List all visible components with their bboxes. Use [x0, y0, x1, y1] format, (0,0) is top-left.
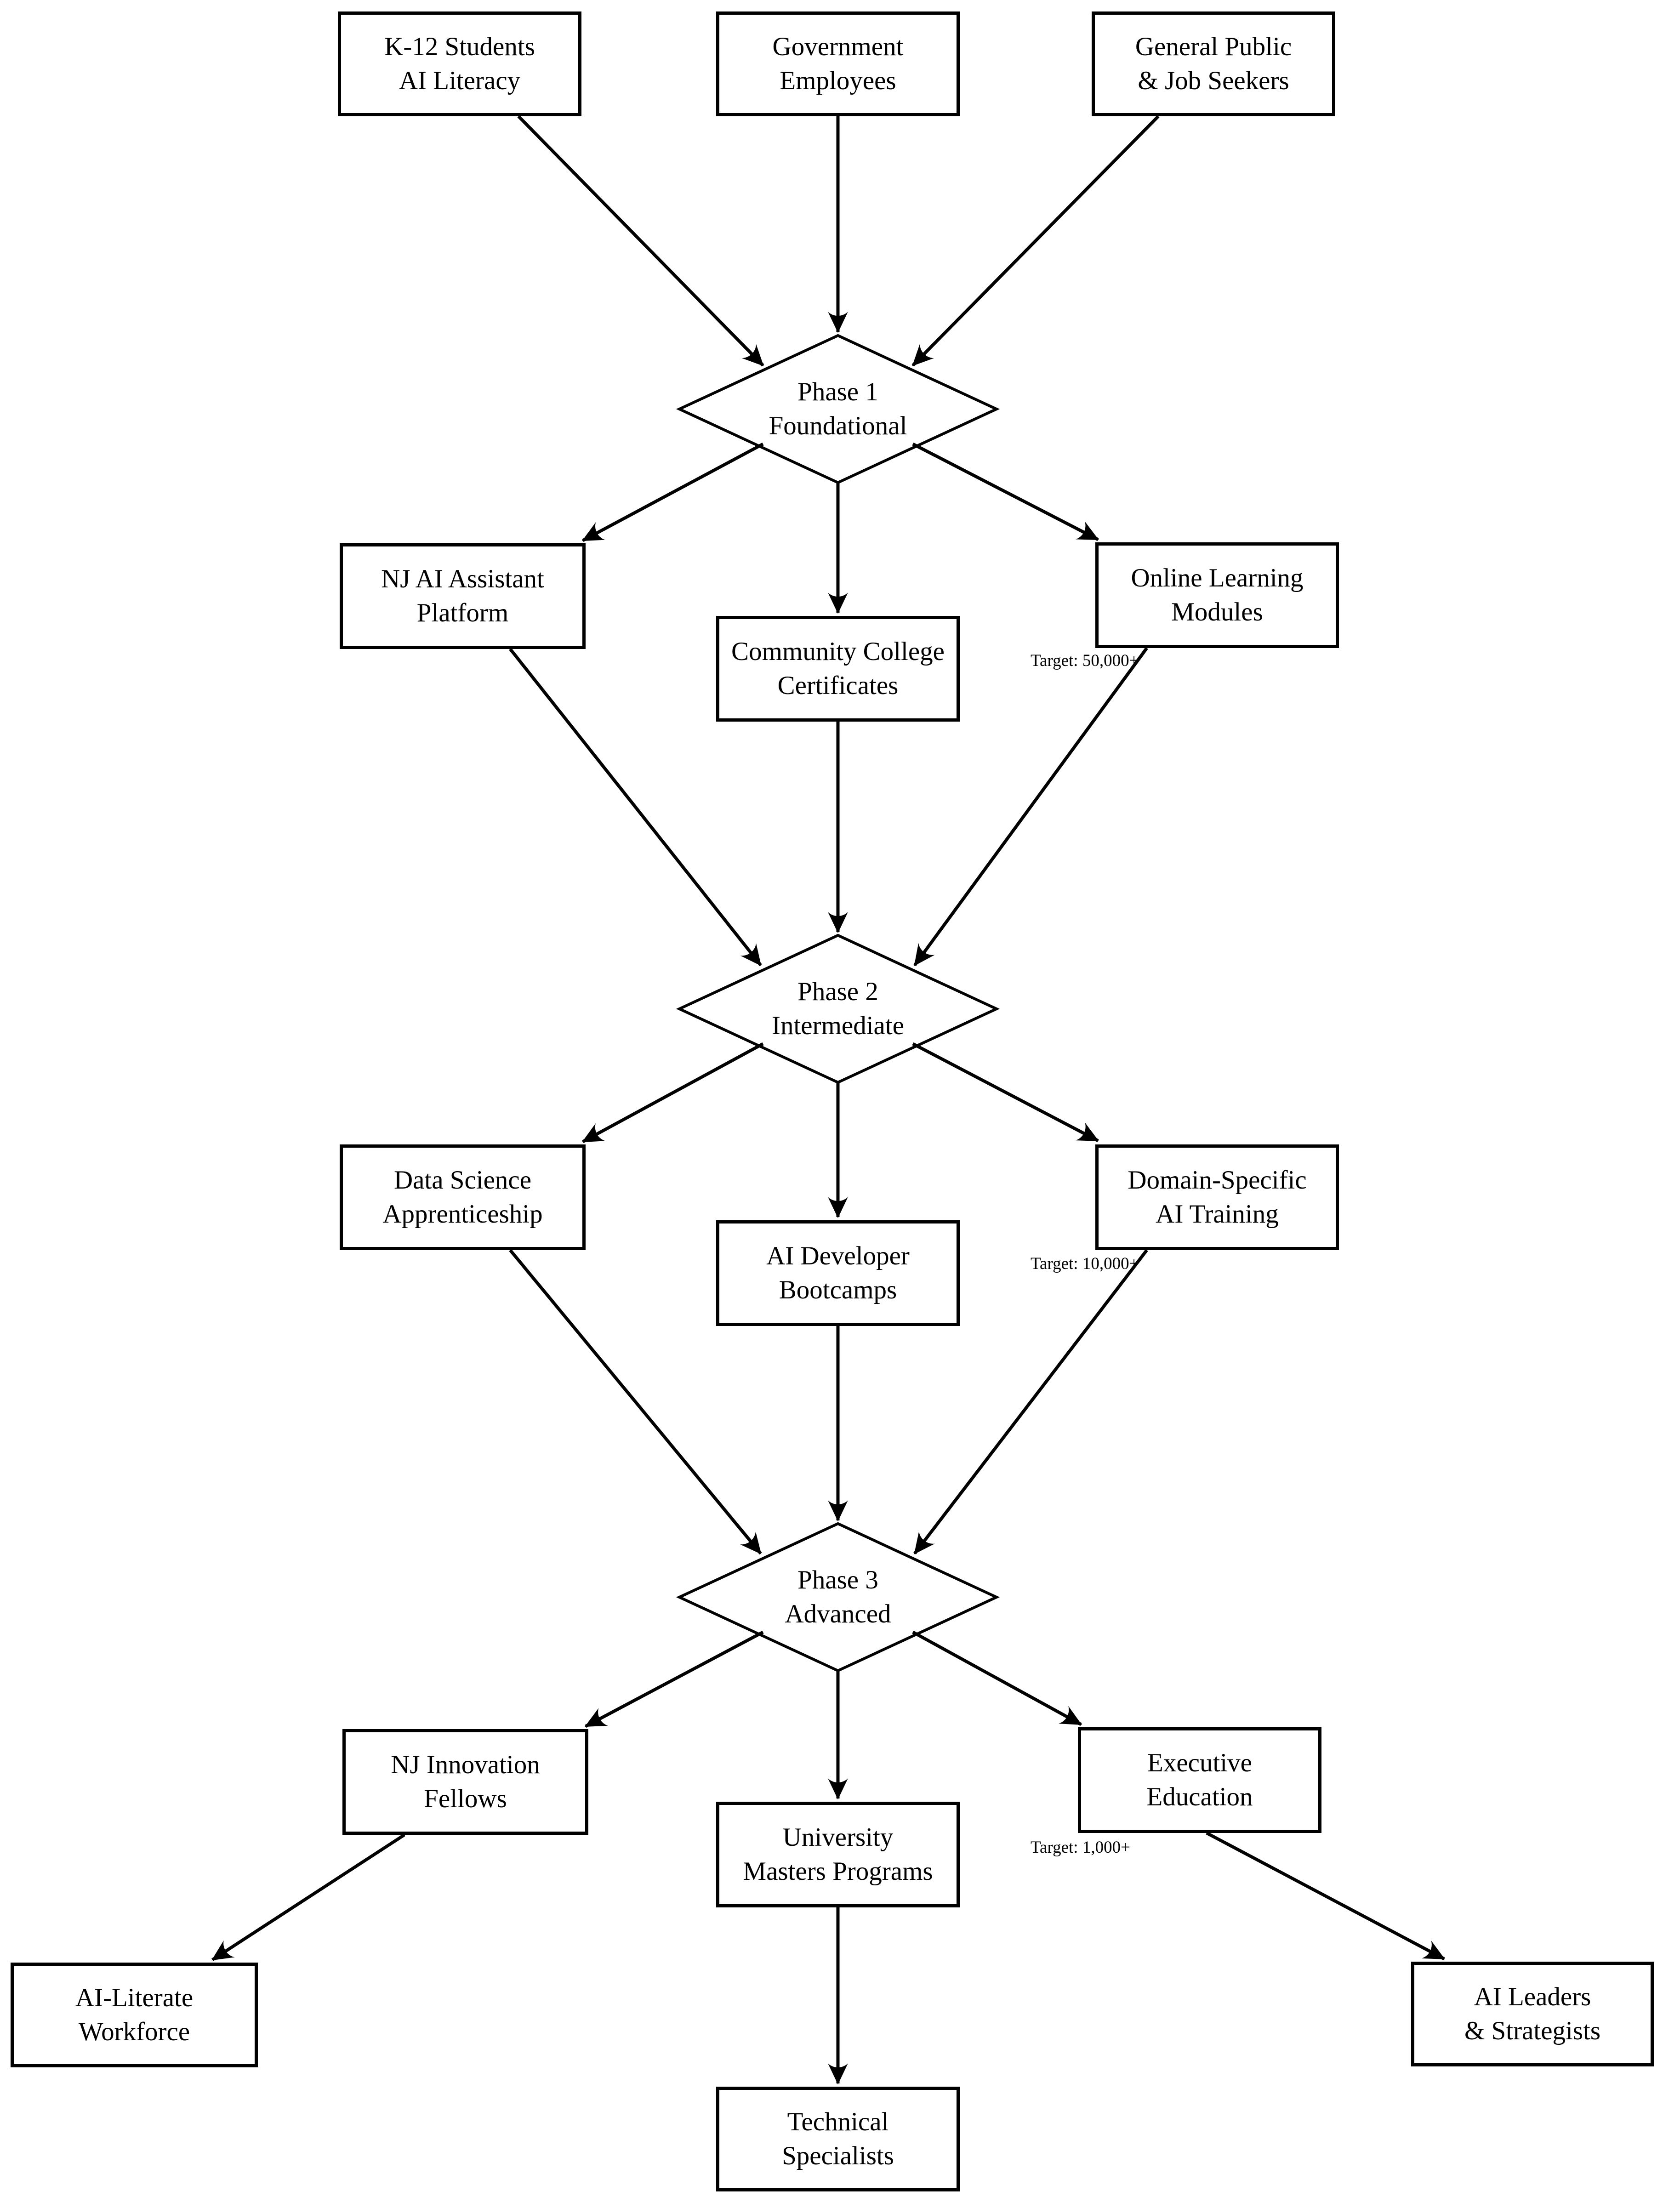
node-executive-education: Executive Education [1078, 1727, 1321, 1833]
phase1-target-label: Target: 50,000+ [1031, 651, 1139, 670]
node-ai-developer-bootcamps: AI Developer Bootcamps [716, 1220, 960, 1326]
node-ai-literate-workforce: AI-Literate Workforce [11, 1963, 258, 2067]
node-nj-innovation-fellows: NJ Innovation Fellows [342, 1729, 588, 1835]
edge-phase1-to-nj-ai [582, 442, 764, 542]
edge-exec-to-leaders [1206, 1831, 1445, 1961]
edge-online-to-phase2 [913, 647, 1148, 967]
edge-nj-ai-to-phase2 [509, 648, 762, 967]
node-online-learning: Online Learning Modules [1095, 542, 1339, 648]
node-ai-leaders-strategists: AI Leaders & Strategists [1411, 1962, 1654, 2066]
node-domain-specific-training: Domain-Specific AI Training [1095, 1144, 1339, 1250]
phase3-target-label: Target: 1,000+ [1031, 1838, 1130, 1857]
edge-public-to-phase1 [911, 115, 1160, 367]
phase2-target-label: Target: 10,000+ [1031, 1254, 1139, 1273]
node-phase3-diamond [676, 1522, 1000, 1673]
edge-k12-to-phase1 [517, 115, 764, 367]
edge-fellows-to-workforce [211, 1833, 405, 1961]
node-community-college: Community College Certificates [716, 616, 960, 722]
node-general-public: General Public & Job Seekers [1092, 11, 1335, 116]
node-k12-students: K-12 Students AI Literacy [338, 11, 581, 116]
node-phase1-diamond [676, 334, 1000, 484]
edge-phase3-to-exec [912, 1630, 1082, 1726]
node-nj-ai-assistant: NJ AI Assistant Platform [340, 543, 586, 649]
edge-phase2-to-domain [912, 1042, 1099, 1143]
node-university-masters: University Masters Programs [716, 1802, 960, 1907]
node-government-employees: Government Employees [716, 11, 960, 116]
edge-data-sci-to-phase3 [509, 1249, 762, 1555]
node-data-science-apprenticeship: Data Science Apprenticeship [340, 1144, 586, 1250]
edge-phase3-to-fellows [585, 1630, 764, 1728]
edge-phase2-to-data-sci [582, 1042, 764, 1144]
edge-phase1-to-online [912, 442, 1099, 541]
edge-domain-to-phase3 [913, 1249, 1148, 1555]
node-technical-specialists: Technical Specialists [716, 2087, 960, 2191]
node-phase2-diamond [676, 933, 1000, 1084]
